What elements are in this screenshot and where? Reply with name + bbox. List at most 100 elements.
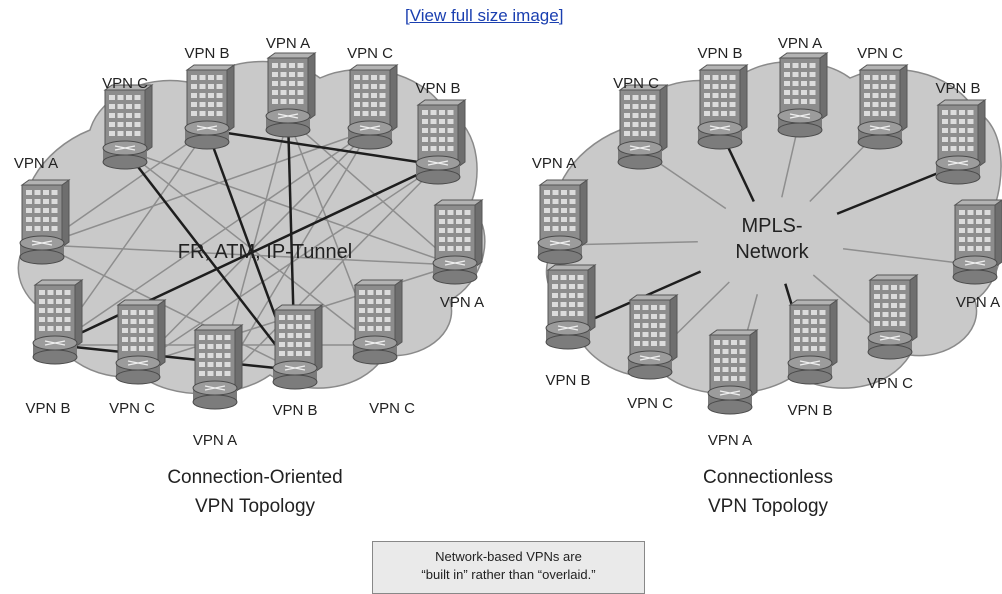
mesh-link [41, 244, 296, 371]
building-icon [936, 99, 987, 168]
site-label: VPN B [184, 45, 229, 62]
site-label: VPN C [857, 45, 903, 62]
site-label: VPN A [14, 155, 58, 172]
left-site-6: VPN A [14, 155, 71, 265]
right-site-8: VPN B [545, 264, 597, 389]
left-mesh-links [41, 117, 456, 391]
site-label: VPN A [778, 35, 822, 52]
router-icon [697, 120, 743, 150]
left-site-7: VPN A [432, 199, 484, 311]
site-label: VPN C [102, 75, 148, 92]
site-label: VPN C [369, 400, 415, 417]
mesh-link [137, 164, 439, 366]
left-site-9: VPN C [352, 279, 415, 417]
right-sites: VPN B VPN A VPN C VPN B VPN C VPN A VPN A VPN B… [532, 35, 1002, 449]
router-icon [415, 155, 461, 185]
router-icon [537, 235, 583, 265]
site-label: VPN B [272, 402, 317, 419]
left-site-11: VPN B [272, 304, 324, 419]
right-cloud-label-line1: MPLS- [741, 215, 802, 237]
note-line2: “built in” rather than “overlaid.” [421, 567, 596, 582]
router-icon [115, 355, 161, 385]
left-sites: VPN B VPN A VPN C VPN B VPN C VPN A VPN A VPN B… [14, 35, 484, 449]
right-site-4: VPN B [935, 80, 987, 185]
site-label: VPN A [956, 294, 1000, 311]
left-site-8: VPN B [25, 279, 84, 417]
router-icon [952, 255, 998, 285]
router-icon [184, 120, 230, 150]
right-cloud-label-line2: Network [735, 241, 809, 263]
router-icon [32, 335, 78, 365]
right-site-2: VPN A [777, 35, 829, 138]
site-label: VPN B [697, 45, 742, 62]
note-box: Network-based VPNs are “built in” rather… [372, 541, 645, 594]
building-icon [116, 299, 167, 368]
site-label: VPN C [627, 395, 673, 412]
site-label: VPN C [867, 375, 913, 392]
right-site-9: VPN C [867, 274, 919, 392]
router-icon [935, 155, 981, 185]
right-caption-line1: Connectionless [703, 467, 833, 488]
left-caption-line1: Connection-Oriented [167, 467, 342, 488]
building-icon [273, 304, 324, 373]
mesh-link [41, 129, 371, 246]
site-label: VPN B [935, 80, 980, 97]
right-caption-line2: VPN Topology [708, 496, 829, 517]
router-icon [707, 385, 753, 415]
building-icon [538, 179, 589, 248]
left-site-3: VPN C [347, 45, 399, 150]
right-site-1: VPN B [697, 45, 749, 150]
vpn-b-link [206, 128, 439, 167]
site-label: VPN B [25, 400, 70, 417]
router-icon [352, 335, 398, 365]
right-site-7: VPN A [952, 199, 1002, 311]
left-site-1: VPN B [184, 45, 236, 150]
site-label: VPN B [415, 80, 460, 97]
vpn-b-link [124, 149, 296, 371]
right-site-5: VPN C [613, 75, 669, 170]
right-site-10: VPN A [707, 329, 759, 449]
mesh-link [287, 117, 456, 266]
router-icon [192, 380, 238, 410]
right-site-12: VPN C [627, 294, 679, 412]
router-icon [272, 360, 318, 390]
router-icon [265, 108, 311, 138]
left-caption-line2: VPN Topology [195, 496, 316, 517]
left-cloud-label: FR, ATM, IP-Tunnel [178, 241, 352, 263]
mesh-link [54, 129, 371, 346]
router-icon [347, 120, 393, 150]
mesh-link [214, 164, 439, 391]
right-site-11: VPN B [787, 299, 839, 419]
right-site-3: VPN C [857, 45, 909, 150]
router-icon [867, 330, 913, 360]
building-icon [266, 52, 317, 121]
site-label: VPN A [266, 35, 310, 52]
site-label: VPN A [532, 155, 576, 172]
left-cloud [17, 60, 486, 395]
note-line1: Network-based VPNs are [435, 549, 582, 564]
left-site-2: VPN A [265, 35, 317, 138]
site-label: VPN A [440, 294, 484, 311]
vpn-b-link [54, 343, 296, 372]
left-site-4: VPN B [415, 80, 467, 185]
right-site-6: VPN A [532, 155, 589, 265]
router-icon [617, 140, 663, 170]
router-icon [777, 108, 823, 138]
site-label: VPN C [613, 75, 659, 92]
router-icon [432, 255, 478, 285]
left-site-12: VPN C [109, 299, 167, 417]
left-site-10: VPN A [192, 324, 244, 449]
site-label: VPN A [708, 432, 752, 449]
site-label: VPN C [347, 45, 393, 62]
site-label: VPN B [787, 402, 832, 419]
building-icon [103, 84, 154, 153]
router-icon [545, 320, 591, 350]
router-icon [857, 120, 903, 150]
site-label: VPN A [193, 432, 237, 449]
router-icon [102, 140, 148, 170]
site-label: VPN B [545, 372, 590, 389]
router-icon [627, 350, 673, 380]
view-full-size-link[interactable]: [View full size image] [405, 6, 564, 25]
